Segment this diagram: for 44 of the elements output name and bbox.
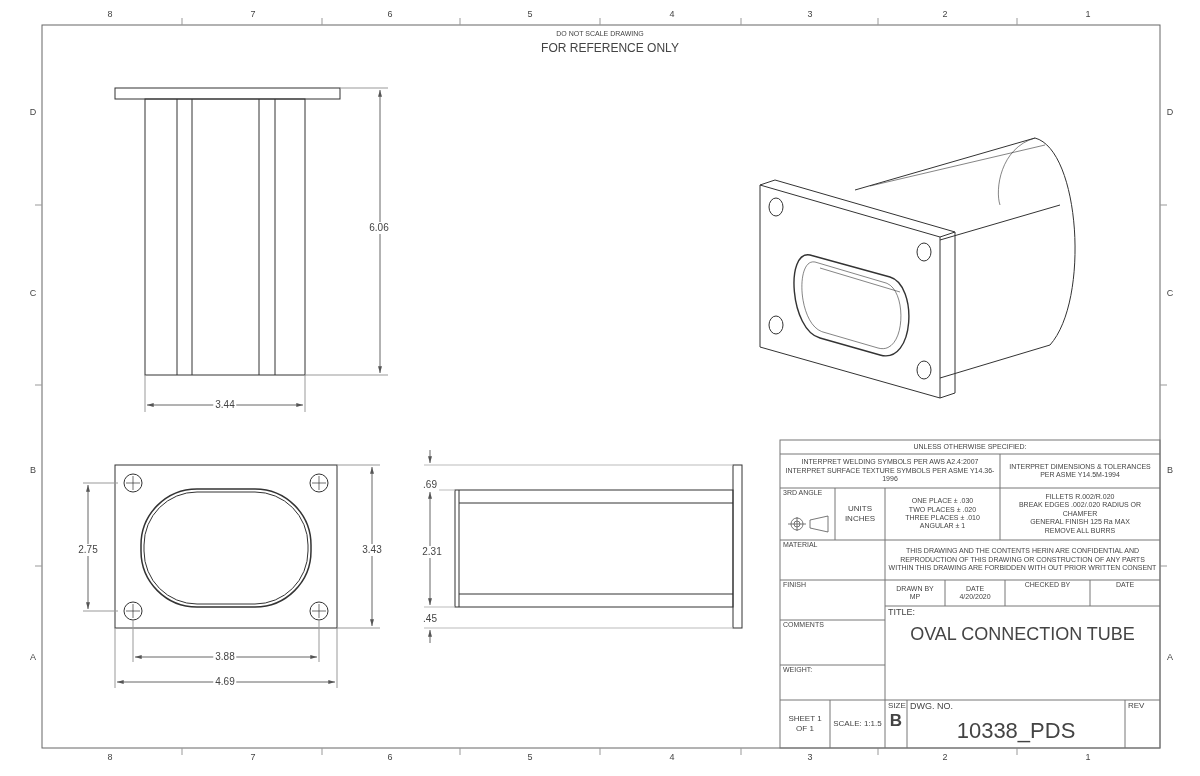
zone-number: 4 bbox=[668, 752, 676, 763]
zone-letter: A bbox=[29, 652, 37, 663]
title-block-label: REV bbox=[1128, 701, 1145, 711]
zone-number: 7 bbox=[249, 752, 257, 763]
scale-text: SCALE: 1:1.5 bbox=[833, 719, 882, 729]
units-text: UNITS INCHES bbox=[843, 504, 877, 524]
dimension-value: 2.75 bbox=[76, 544, 100, 556]
zone-number: 2 bbox=[941, 9, 949, 20]
dimension-value: 6.06 bbox=[367, 222, 391, 234]
zone-number: 2 bbox=[941, 752, 949, 763]
zone-number: 1 bbox=[1084, 9, 1092, 20]
zone-letter: C bbox=[28, 288, 38, 299]
zone-letter: C bbox=[1165, 288, 1175, 299]
dimension-value: 3.44 bbox=[213, 399, 237, 411]
dimension-value: 2.31 bbox=[420, 546, 444, 558]
zone-number: 6 bbox=[386, 752, 394, 763]
zone-number: 8 bbox=[106, 752, 114, 763]
title-block-label: SIZE bbox=[888, 701, 906, 711]
zone-letter: B bbox=[1166, 465, 1174, 476]
zone-number: 4 bbox=[668, 9, 676, 20]
zone-letter: D bbox=[28, 107, 38, 118]
dimension-value: 4.69 bbox=[213, 676, 237, 688]
note-text: FOR REFERENCE ONLY bbox=[540, 41, 680, 56]
dimension-value: 3.43 bbox=[360, 544, 384, 556]
dimension-value: .69 bbox=[421, 479, 439, 491]
zone-number: 6 bbox=[386, 9, 394, 20]
title-block-label: TITLE: bbox=[888, 607, 915, 618]
dimension-value: 3.88 bbox=[213, 651, 237, 663]
zone-number: 7 bbox=[249, 9, 257, 20]
drawing-title: OVAL CONNECTION TUBE bbox=[910, 623, 1135, 646]
zone-number: 1 bbox=[1084, 752, 1092, 763]
zone-letter: B bbox=[29, 465, 37, 476]
zone-number: 5 bbox=[526, 752, 534, 763]
title-block-label: DWG. NO. bbox=[910, 701, 953, 712]
dimension-value: .45 bbox=[421, 613, 439, 625]
zone-number: 5 bbox=[526, 9, 534, 20]
drawing-number: 10338_PDS bbox=[956, 717, 1076, 745]
sheet-size-value: B bbox=[889, 710, 903, 731]
zone-letter: A bbox=[1166, 652, 1174, 663]
zone-number: 3 bbox=[806, 752, 814, 763]
zone-number: 3 bbox=[806, 9, 814, 20]
zone-letter: D bbox=[1165, 107, 1175, 118]
sheet-number: SHEET 1 OF 1 bbox=[787, 714, 823, 734]
zone-number: 8 bbox=[106, 9, 114, 20]
